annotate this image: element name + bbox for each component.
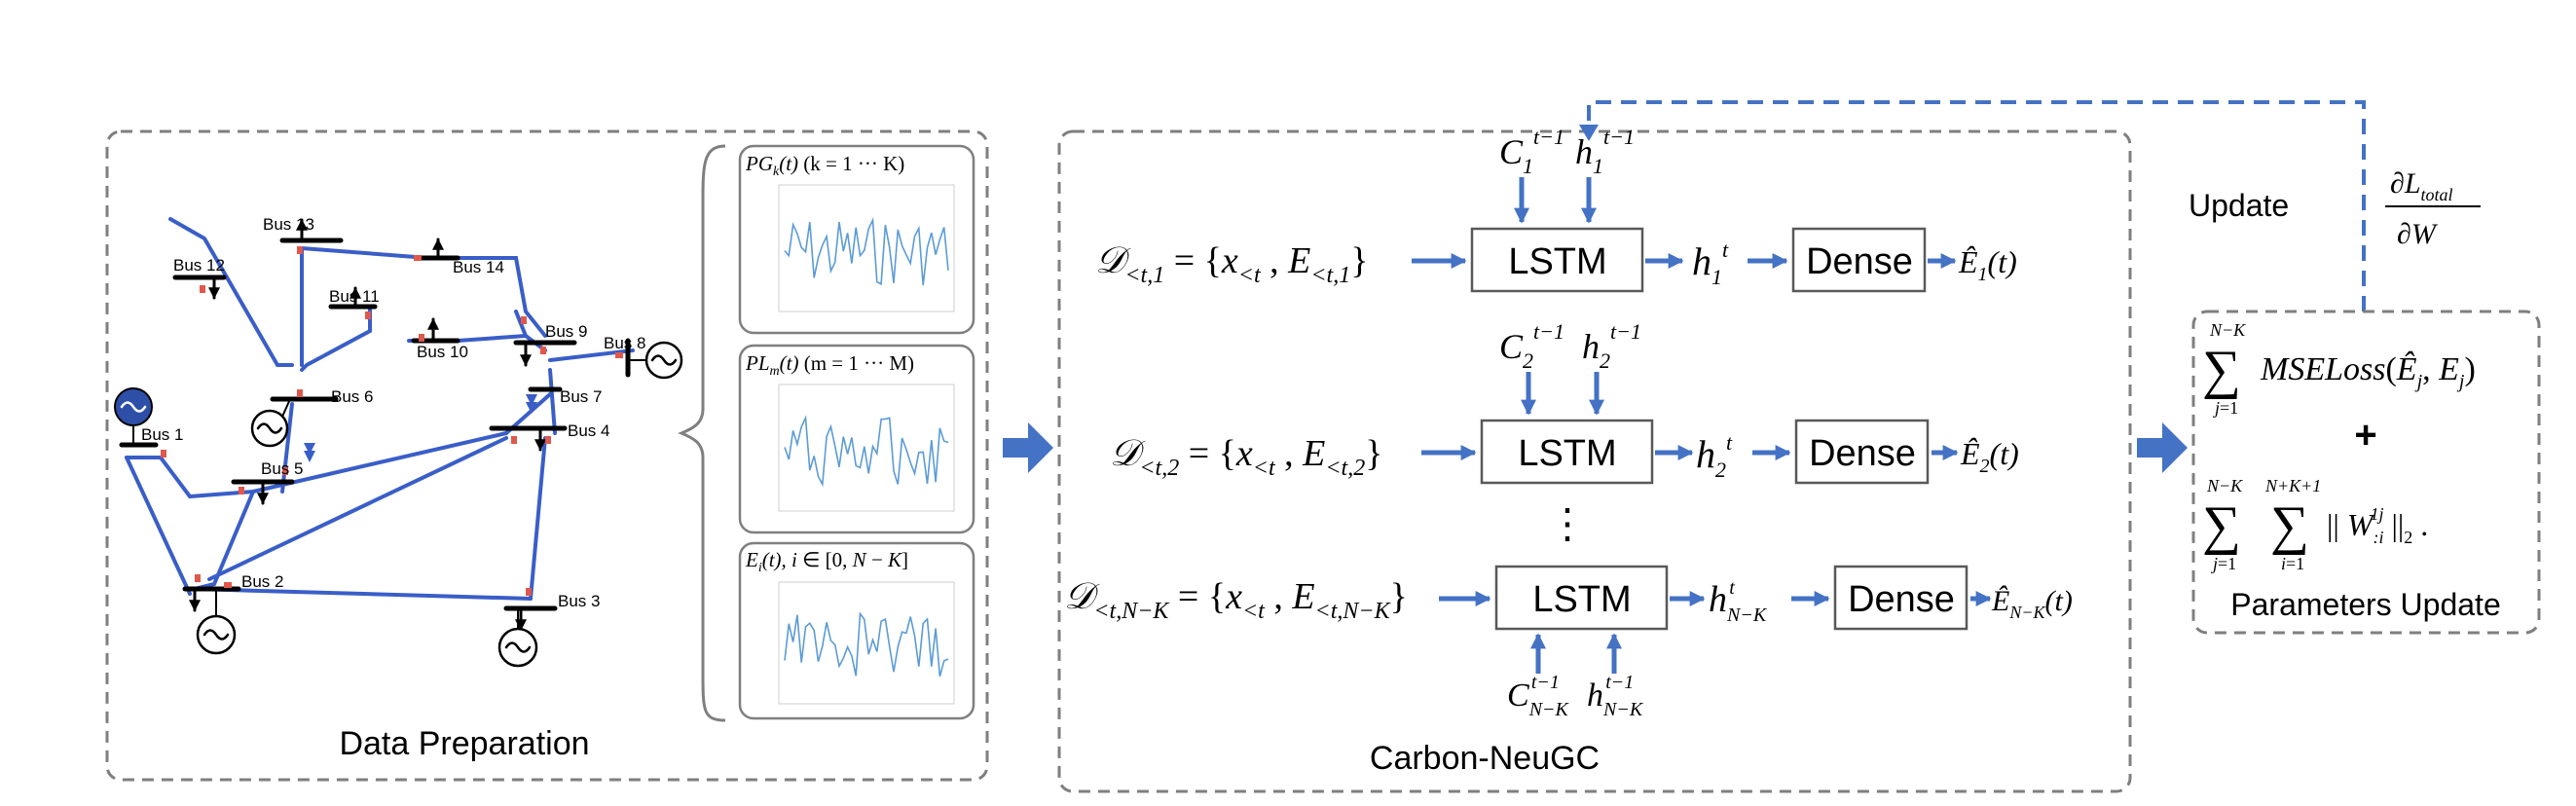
- sum-symbol: ∑: [2270, 495, 2309, 556]
- dense-label: Dense: [1809, 433, 1916, 474]
- transformer-icons: [304, 394, 537, 462]
- lstm-box: [1480, 419, 1654, 485]
- model-row-3: 𝒟<t,N−K = {x<t , E<t,N−K} LSTM CN−Kt−1 h…: [1064, 565, 2073, 720]
- sum-lower-limit: i=1: [2281, 554, 2304, 573]
- output-estimate-label: ÊN−K(t): [1991, 585, 2073, 622]
- gradient-numerator: ∂Ltotal: [2390, 167, 2453, 204]
- grouping-brace: [678, 144, 726, 722]
- bus-label: Bus 8: [604, 334, 645, 352]
- dense-box: [1833, 565, 1969, 631]
- gradient-fraction: ∂Ltotal ∂W: [2385, 167, 2481, 250]
- generator-icon-bus1: [114, 387, 153, 446]
- feedback-arrowhead: [1579, 125, 1599, 141]
- input-dataset-label: 𝒟<t,2 = {x<t , E<t,2}: [1110, 433, 1382, 481]
- bus-label: Bus 7: [560, 387, 602, 406]
- weight-norm-expression: || W:i1j ||2 .: [2327, 504, 2428, 547]
- model-row-2: 𝒟<t,2 = {x<t , E<t,2} C2t−1 h2t−1 LSTM h…: [1110, 319, 2019, 485]
- ieee-14-bus-network: Bus 1 Bus 2 Bus 3 Bus 4 Bus 5 Bus 6 Bus …: [114, 215, 683, 668]
- lstm-box: [1470, 227, 1644, 293]
- bus-label: Bus 13: [263, 215, 314, 234]
- carbon-neugc-border: [1057, 129, 2132, 793]
- regularization-term: N−K ∑ j=1 N+K+1 ∑ i=1 || W:i1j ||2 .: [2202, 476, 2428, 573]
- sum-lower-limit: j=1: [2213, 398, 2238, 418]
- cell-state-label: C2t−1: [1499, 319, 1564, 373]
- series-panel-generation: PGk(t) (k = 1 ··· K): [738, 144, 975, 335]
- series-panel-label: PGk(t) (k = 1 ··· K): [745, 152, 904, 179]
- update-feedback: Update ∂Ltotal ∂W: [1579, 100, 2481, 311]
- flow-arrow-icon: [1003, 422, 1053, 473]
- breaker-markers: [161, 246, 623, 596]
- cell-state-label: CN−Kt−1: [1507, 672, 1570, 720]
- bus-label: Bus 6: [331, 387, 373, 406]
- sum-upper-limit: N−K: [2206, 476, 2243, 495]
- lstm-box: [1494, 565, 1669, 631]
- dense-label: Dense: [1806, 241, 1913, 282]
- bus-label: Bus 11: [329, 287, 380, 306]
- dense-box: [1791, 227, 1927, 293]
- lstm-label: LSTM: [1508, 241, 1606, 282]
- loss-term: N−K ∑ j=1 MSELoss(Êj, Ej): [2202, 320, 2476, 418]
- generator-icon-bus3: [497, 607, 538, 668]
- series-line: [784, 611, 949, 678]
- gradient-denominator: ∂W: [2397, 218, 2439, 250]
- parameters-update-border: [2191, 310, 2541, 635]
- generator-icon-bus8: [627, 341, 683, 380]
- bus-label: Bus 5: [261, 459, 303, 478]
- bus-label: Bus 4: [568, 421, 609, 440]
- series-plot-area: [778, 184, 955, 312]
- lstm-label: LSTM: [1532, 579, 1631, 620]
- hidden-state-label: h1t: [1692, 238, 1729, 289]
- dense-box: [1794, 419, 1930, 485]
- plus-sign: +: [2354, 414, 2376, 457]
- flow-arrow-icon: [2137, 422, 2188, 473]
- generator-icon-bus2: [196, 588, 237, 655]
- bus-label: Bus 14: [453, 258, 504, 276]
- bus-label: Bus 2: [241, 572, 283, 591]
- series-plot-area: [778, 384, 955, 512]
- lstm-label: LSTM: [1518, 433, 1616, 474]
- input-dataset-label: 𝒟<t,1 = {x<t , E<t,1}: [1095, 240, 1368, 288]
- series-panel-emission: Ei(t), i ∈ [0, N − K]: [738, 541, 975, 720]
- load-arrows: [189, 218, 546, 632]
- output-estimate-label: Ê2(t): [1960, 436, 2019, 477]
- dense-label: Dense: [1848, 579, 1955, 620]
- model-row-1: 𝒟<t,1 = {x<t , E<t,1} C1t−1 h1t−1 LSTM h…: [1095, 125, 2017, 293]
- series-panel-load: PLm(t) (m = 1 ··· M): [738, 344, 975, 534]
- sum-upper-limit: N−K: [2209, 320, 2246, 340]
- bus-label: Bus 3: [558, 592, 600, 610]
- parameters-update-title: Parameters Update: [2230, 587, 2500, 622]
- sum-upper-limit: N+K+1: [2264, 476, 2321, 495]
- series-line: [784, 415, 949, 488]
- carbon-neugc-panel: Carbon-NeuGC 𝒟<t,1 = {x<t , E<t,1} C1t−1…: [1057, 125, 2132, 793]
- bus-label: Bus 1: [141, 425, 183, 444]
- vertical-ellipsis: ⋮: [1547, 502, 1588, 547]
- input-dataset-label: 𝒟<t,N−K = {x<t , E<t,N−K}: [1064, 576, 1408, 624]
- hidden-state-prev-label: hN−Kt−1: [1587, 672, 1644, 720]
- gradient-feedback-path: [1587, 100, 2366, 311]
- parameters-update-panel: N−K ∑ j=1 MSELoss(Êj, Ej) + N−K ∑ j=1 N+…: [2191, 310, 2541, 635]
- series-panel-label: Ei(t), i ∈ [0, N − K]: [745, 548, 908, 575]
- mse-loss-expression: MSELoss(Êj, Ej): [2260, 351, 2476, 392]
- data-preparation-panel: Data Preparation: [105, 129, 989, 782]
- hidden-state-prev-label: h2t−1: [1582, 319, 1641, 373]
- hidden-state-label: h2t: [1696, 430, 1733, 482]
- generators: [114, 341, 683, 668]
- output-estimate-label: Ê1(t): [1958, 244, 2017, 285]
- update-label: Update: [2189, 188, 2289, 223]
- hidden-state-label: hN−Kt: [1709, 577, 1768, 626]
- bus-label: Bus 9: [545, 322, 587, 341]
- bus-labels: Bus 1 Bus 2 Bus 3 Bus 4 Bus 5 Bus 6 Bus …: [141, 215, 645, 610]
- series-line: [784, 217, 949, 286]
- generator-icon-bus6: [250, 398, 291, 448]
- sum-symbol: ∑: [2202, 340, 2241, 400]
- sum-lower-limit: j=1: [2211, 554, 2236, 573]
- bus-label: Bus 12: [173, 256, 225, 275]
- sum-symbol: ∑: [2202, 495, 2241, 556]
- carbon-neugc-title: Carbon-NeuGC: [1370, 740, 1600, 777]
- bus-label: Bus 10: [417, 343, 468, 361]
- data-preparation-title: Data Preparation: [339, 725, 589, 762]
